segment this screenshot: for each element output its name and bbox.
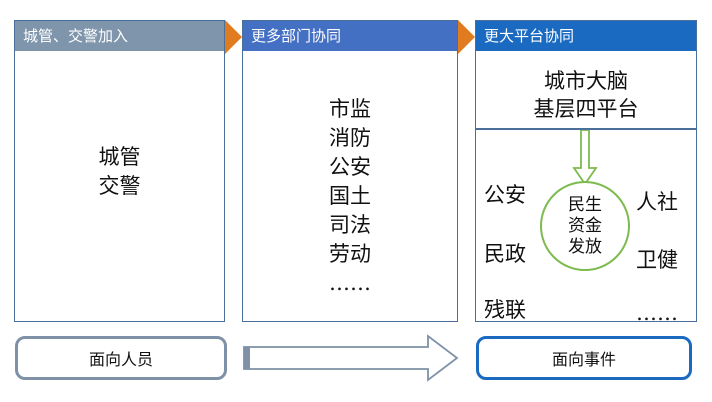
dept-label: 人社 [636, 190, 678, 214]
platform-label: 城市大脑 基层四平台 [476, 67, 696, 123]
stage-2-item: 劳动 [329, 242, 371, 266]
down-arrow-icon [572, 130, 598, 186]
center-line: 资金 [568, 215, 602, 236]
stage-2-list: 市监 消防 公安 国土 司法 劳动 …… [243, 95, 457, 298]
stage-1-list: 城管 交警 [15, 143, 224, 201]
center-line: 发放 [568, 236, 602, 257]
stage-header-1: 城管、交警加入 [15, 21, 224, 51]
stage-2-item: 市监 [329, 97, 371, 121]
platform-divider [476, 128, 696, 130]
stage-1-item: 交警 [98, 174, 141, 198]
stage-panel-3: 更大平台协同 城市大脑 基层四平台 公安 人社 民政 卫健 残联 …… 民生 资… [475, 20, 697, 325]
dept-label: 残联 [484, 298, 526, 322]
dept-label: …… [636, 301, 678, 325]
stage-body-1: 城管 交警 [15, 51, 224, 321]
right-pill: 面向事件 [476, 336, 692, 380]
left-pill: 面向人员 [15, 336, 227, 380]
stage-body-2: 市监 消防 公安 国土 司法 劳动 …… [243, 51, 457, 321]
transition-arrow-icon [243, 334, 459, 382]
stage-header-3: 更大平台协同 [476, 21, 696, 51]
stage-2-item: 消防 [329, 126, 371, 150]
stage-panel-1: 城管、交警加入 城管 交警 [14, 20, 225, 322]
platform-line: 基层四平台 [533, 97, 639, 121]
stage-2-item: 司法 [329, 213, 371, 237]
right-pill-label: 面向事件 [551, 350, 616, 369]
dept-label: 民政 [484, 242, 526, 266]
dept-label: 公安 [484, 183, 526, 207]
stage-2-item: …… [329, 271, 371, 295]
left-pill-label: 面向人员 [88, 350, 153, 369]
center-line: 民生 [568, 194, 602, 215]
stage-1-item: 城管 [98, 145, 141, 169]
stage-panel-2: 更多部门协同 市监 消防 公安 国土 司法 劳动 …… [242, 20, 458, 322]
stage-arrow-tab-2 [458, 20, 475, 54]
center-circle: 民生 资金 发放 [540, 181, 630, 271]
stage-body-3: 城市大脑 基层四平台 公安 人社 民政 卫健 残联 …… 民生 资金 发放 [476, 51, 696, 325]
dept-label: 卫健 [636, 248, 678, 272]
stage-header-2: 更多部门协同 [243, 21, 457, 51]
stage-2-item: 国土 [329, 184, 371, 208]
platform-line: 城市大脑 [544, 69, 628, 93]
stage-2-item: 公安 [329, 155, 371, 179]
stage-arrow-tab-1 [225, 20, 242, 54]
